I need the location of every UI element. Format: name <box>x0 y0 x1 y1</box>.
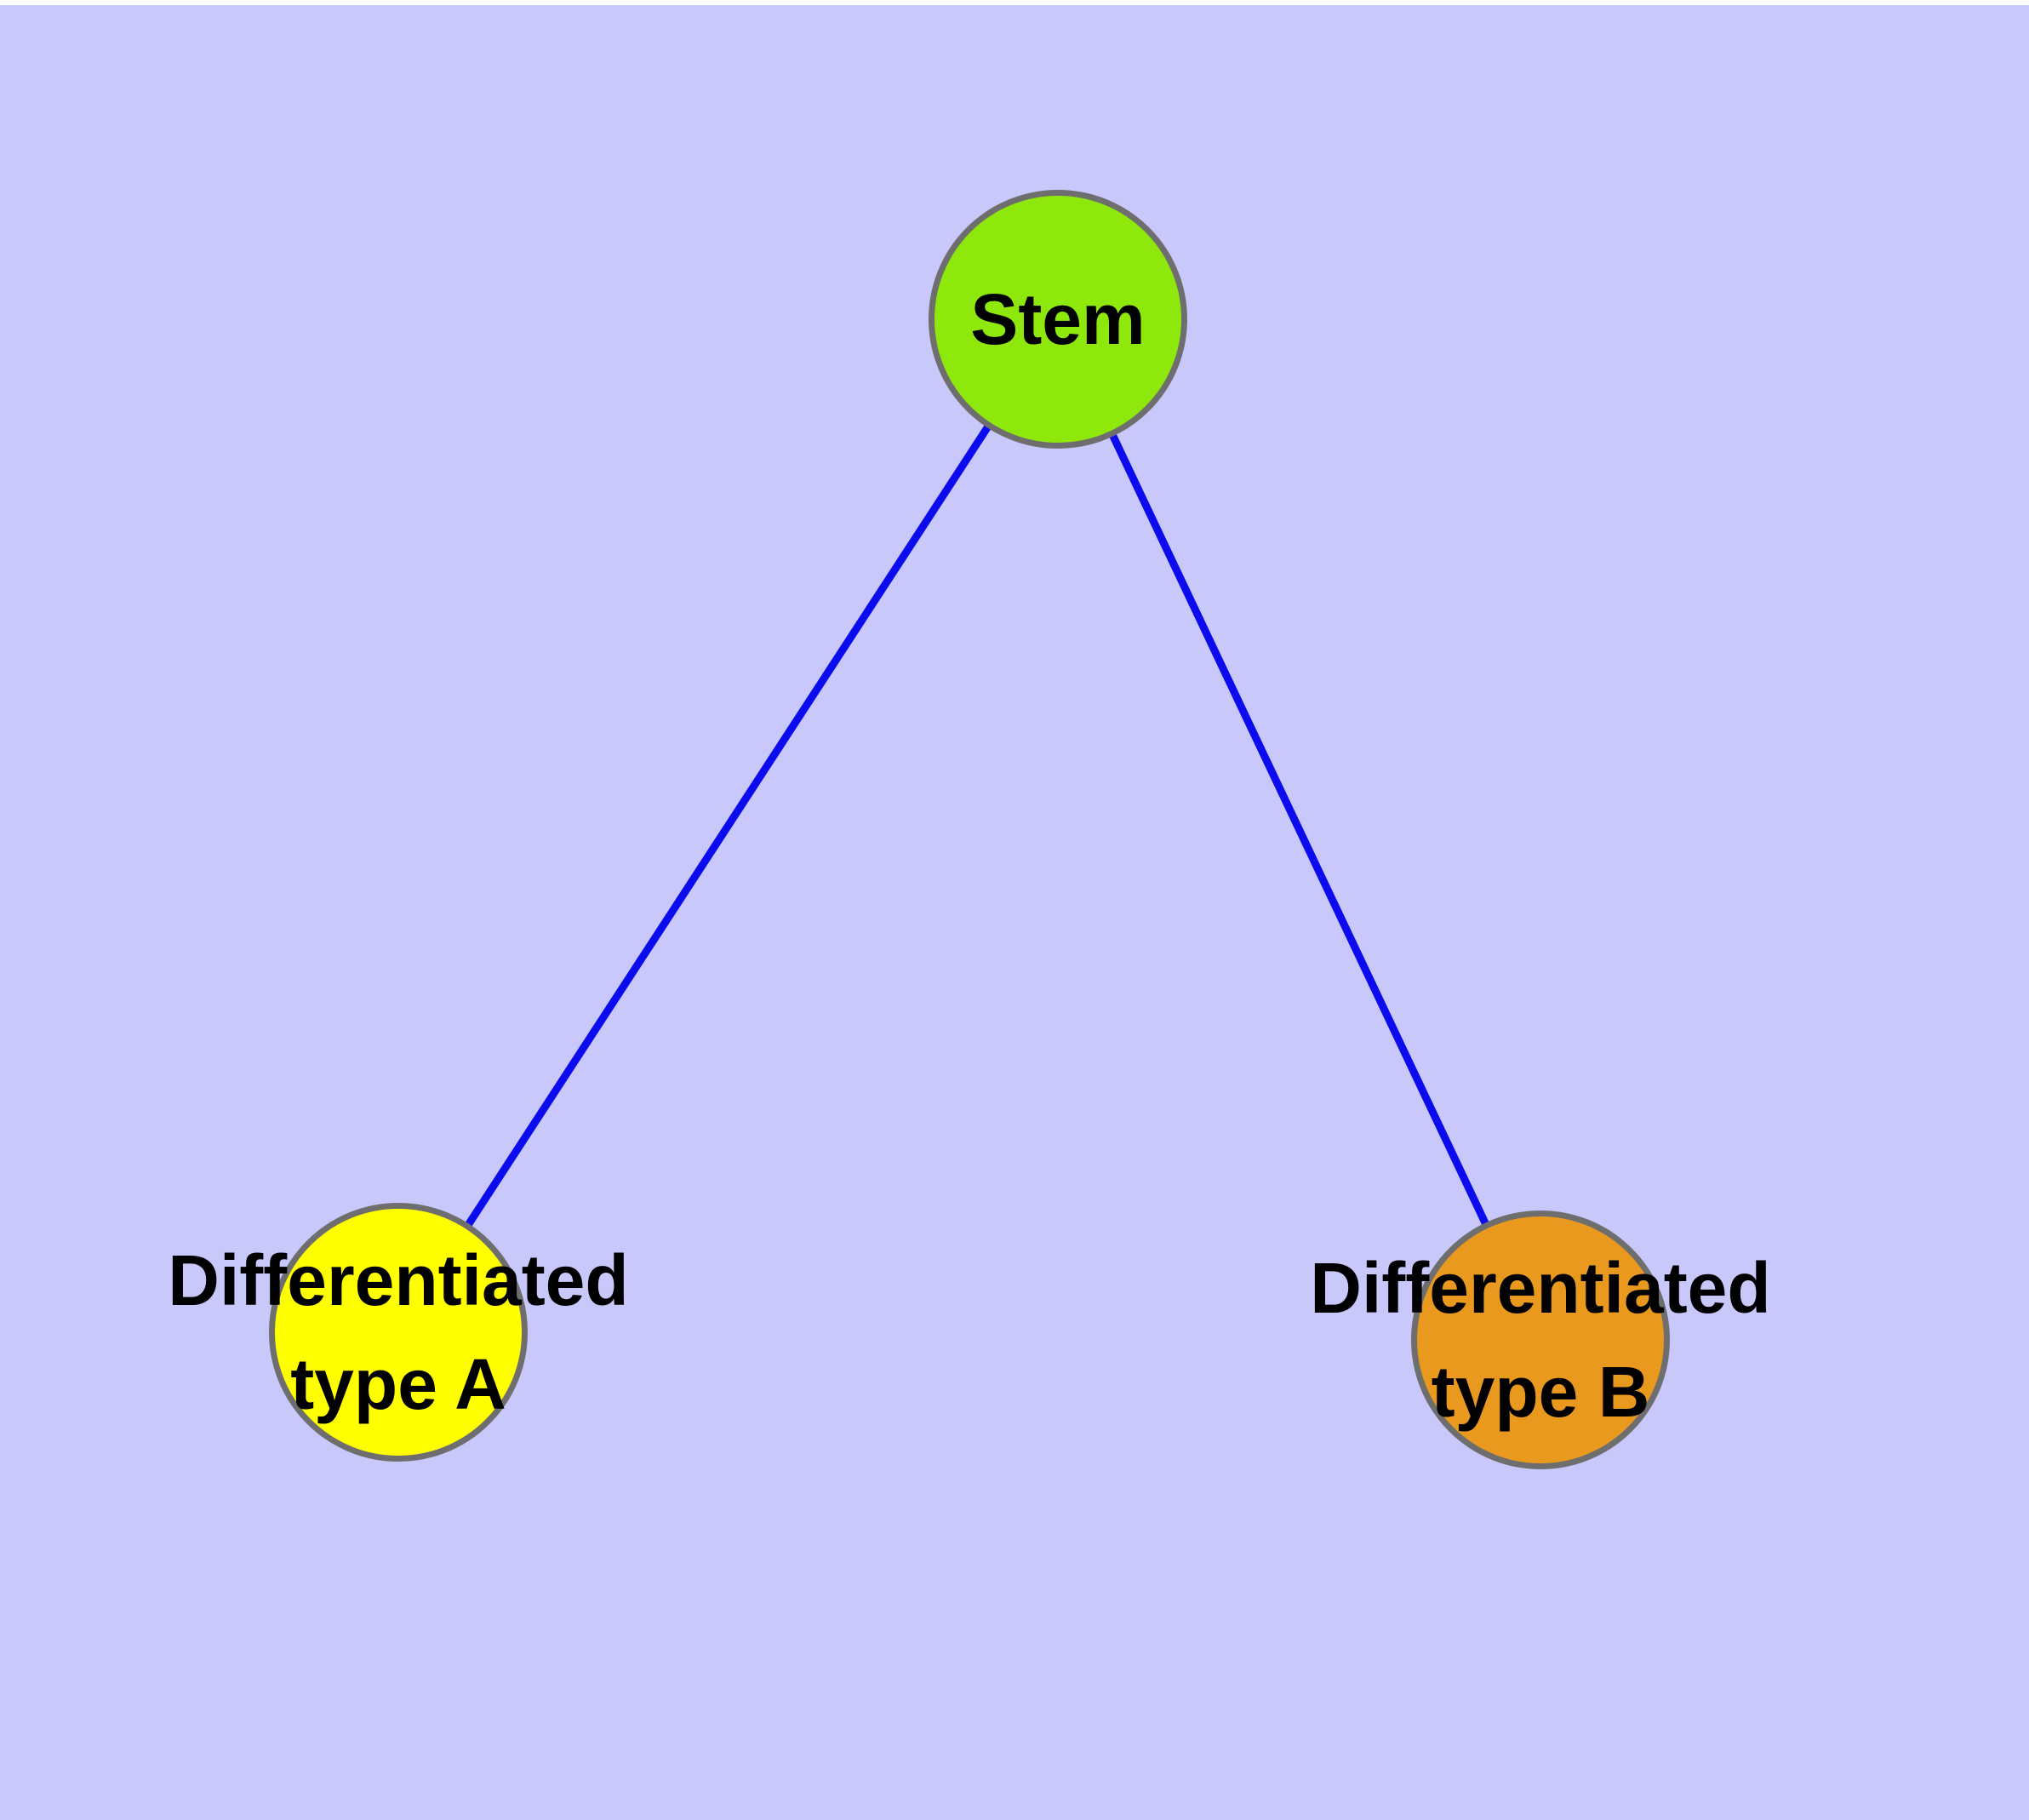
edge-stem-to-differentiated-type-a <box>395 317 1061 1335</box>
edge-stem-to-differentiated-type-b <box>1054 318 1545 1342</box>
node-label-differentiated-type-b: Differentiated type B <box>1310 1236 1770 1444</box>
node-label-line: type B <box>1431 1352 1650 1432</box>
node-differentiated-type-b <box>1411 1210 1670 1469</box>
node-label-differentiated-type-a: Differentiated type A <box>168 1228 628 1436</box>
node-label-line: Differentiated <box>1310 1248 1771 1328</box>
node-label-line: type A <box>290 1344 506 1424</box>
node-stem <box>929 190 1187 449</box>
node-label-line: Stem <box>970 279 1146 359</box>
top-strip <box>0 0 2029 5</box>
node-label-line: Differentiated <box>168 1240 629 1320</box>
node-differentiated-type-a <box>269 1203 528 1462</box>
node-label-stem: Stem <box>970 267 1145 371</box>
